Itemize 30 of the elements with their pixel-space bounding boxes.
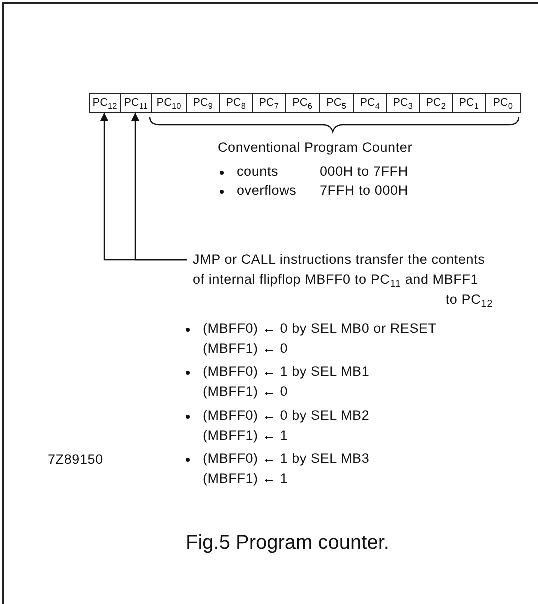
annotation-text: 000H to 7FFH xyxy=(320,164,408,179)
register-bit-cell: PC$_{7}$ xyxy=(252,93,286,113)
note-text: JMP or CALL instructions transfer the contents of internal flipflop MBFF0 to PC$_{11}$ and MBFF1 to PC$_{12}$ xyxy=(193,250,493,310)
annotation-text: (MBFF1) ← 0 xyxy=(203,384,288,399)
annotation-text: (MBFF1) ← 1 xyxy=(203,471,288,486)
annotation-text: (MBFF1) ← 1 xyxy=(203,428,288,443)
register-bit-cell: PC$_{0}$ xyxy=(485,93,521,113)
annotation-text: counts xyxy=(237,164,279,179)
leader-arrow xyxy=(132,113,187,261)
annotation-text: 7Z89150 xyxy=(48,452,104,467)
register-bit-cell: PC$_{2}$ xyxy=(419,93,453,113)
register-bit-cell: PC$_{1}$ xyxy=(452,93,486,113)
annotation-text: 7FFH to 000H xyxy=(320,183,408,198)
register-bit-cell: PC$_{8}$ xyxy=(219,93,253,113)
register-bit-cell: PC$_{4}$ xyxy=(353,93,387,113)
annotation-text: overflows xyxy=(237,183,297,198)
annotation-text: Conventional Program Counter xyxy=(218,140,412,155)
register-bit-cell: PC$_{12}$ xyxy=(89,93,121,113)
annotation-text: (MBFF0) ← 0 by SEL MB0 or RESET xyxy=(203,321,437,336)
register-bit-cell: PC$_{3}$ xyxy=(386,93,420,113)
register-bit-cell: PC$_{11}$ xyxy=(120,93,152,113)
annotation-text: (MBFF1) ← 0 xyxy=(203,341,288,356)
register-bit-cell: PC$_{5}$ xyxy=(319,93,354,113)
figure-caption: Fig.5 Program counter. xyxy=(186,532,390,555)
annotation-text: (MBFF0) ← 0 by SEL MB2 xyxy=(203,408,370,423)
annotation-text: (MBFF0) ← 1 by SEL MB3 xyxy=(203,451,370,466)
register-bit-cell: PC$_{10}$ xyxy=(151,93,187,113)
register-bit-cell: PC$_{6}$ xyxy=(285,93,320,113)
register-bit-cell: PC$_{9}$ xyxy=(186,93,220,113)
annotation-text: (MBFF0) ← 1 by SEL MB1 xyxy=(203,364,370,379)
